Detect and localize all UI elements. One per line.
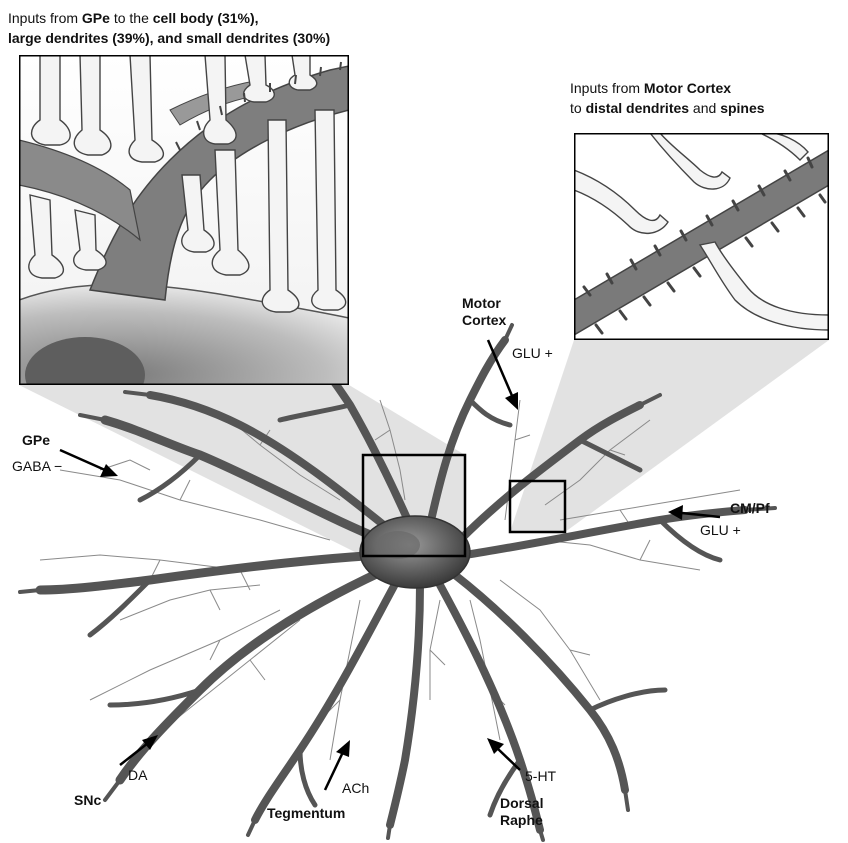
dorsal-raphe-label: Dorsal Raphe (500, 795, 544, 829)
caption-text: to (570, 100, 586, 116)
motor-inset-caption: Inputs from Motor Cortex to distal dendr… (570, 78, 765, 118)
gpe-inset-caption: Inputs from GPe to the cell body (31%), … (8, 8, 330, 48)
cmpf-transmitter: GLU + (700, 522, 741, 539)
caption-text: to the (110, 10, 153, 26)
gpe-transmitter: GABA − (12, 458, 62, 475)
caption-text: large dendrites (8, 30, 108, 46)
tegmentum-transmitter: ACh (342, 780, 369, 797)
gpe-caption-line1: Inputs from GPe to the cell body (31%), (8, 8, 330, 28)
motor-cortex-label: Motor Cortex (462, 295, 506, 329)
caption-text: cell body (153, 10, 214, 26)
caption-text: distal dendrites (586, 100, 689, 116)
caption-text: GPe (82, 10, 110, 26)
gpe-inset (19, 55, 349, 413)
motor-caption-line1: Inputs from Motor Cortex (570, 78, 765, 98)
dorsal-raphe-transmitter: 5-HT (525, 768, 556, 785)
motor-zoom-cone (510, 340, 829, 532)
snc-transmitter: DA (128, 767, 147, 784)
caption-text: and (689, 100, 720, 116)
caption-text: Inputs from (8, 10, 82, 26)
caption-text: (30%) (289, 30, 330, 46)
motor-caption-line2: to distal dendrites and spines (570, 98, 765, 118)
caption-text: small dendrites (186, 30, 289, 46)
motor-inset (574, 133, 829, 340)
caption-text: Inputs from (570, 80, 644, 96)
caption-text: Motor Cortex (644, 80, 731, 96)
tegmentum-label: Tegmentum (267, 805, 345, 822)
caption-text: (39%), and (108, 30, 186, 46)
gpe-label: GPe (22, 432, 50, 449)
snc-label: SNc (74, 792, 101, 809)
gpe-caption-line2: large dendrites (39%), and small dendrit… (8, 28, 330, 48)
caption-text: spines (720, 100, 764, 116)
motor-cortex-transmitter: GLU + (512, 345, 553, 362)
cmpf-label: CM/Pf (730, 500, 770, 517)
caption-text: (31%), (213, 10, 258, 26)
